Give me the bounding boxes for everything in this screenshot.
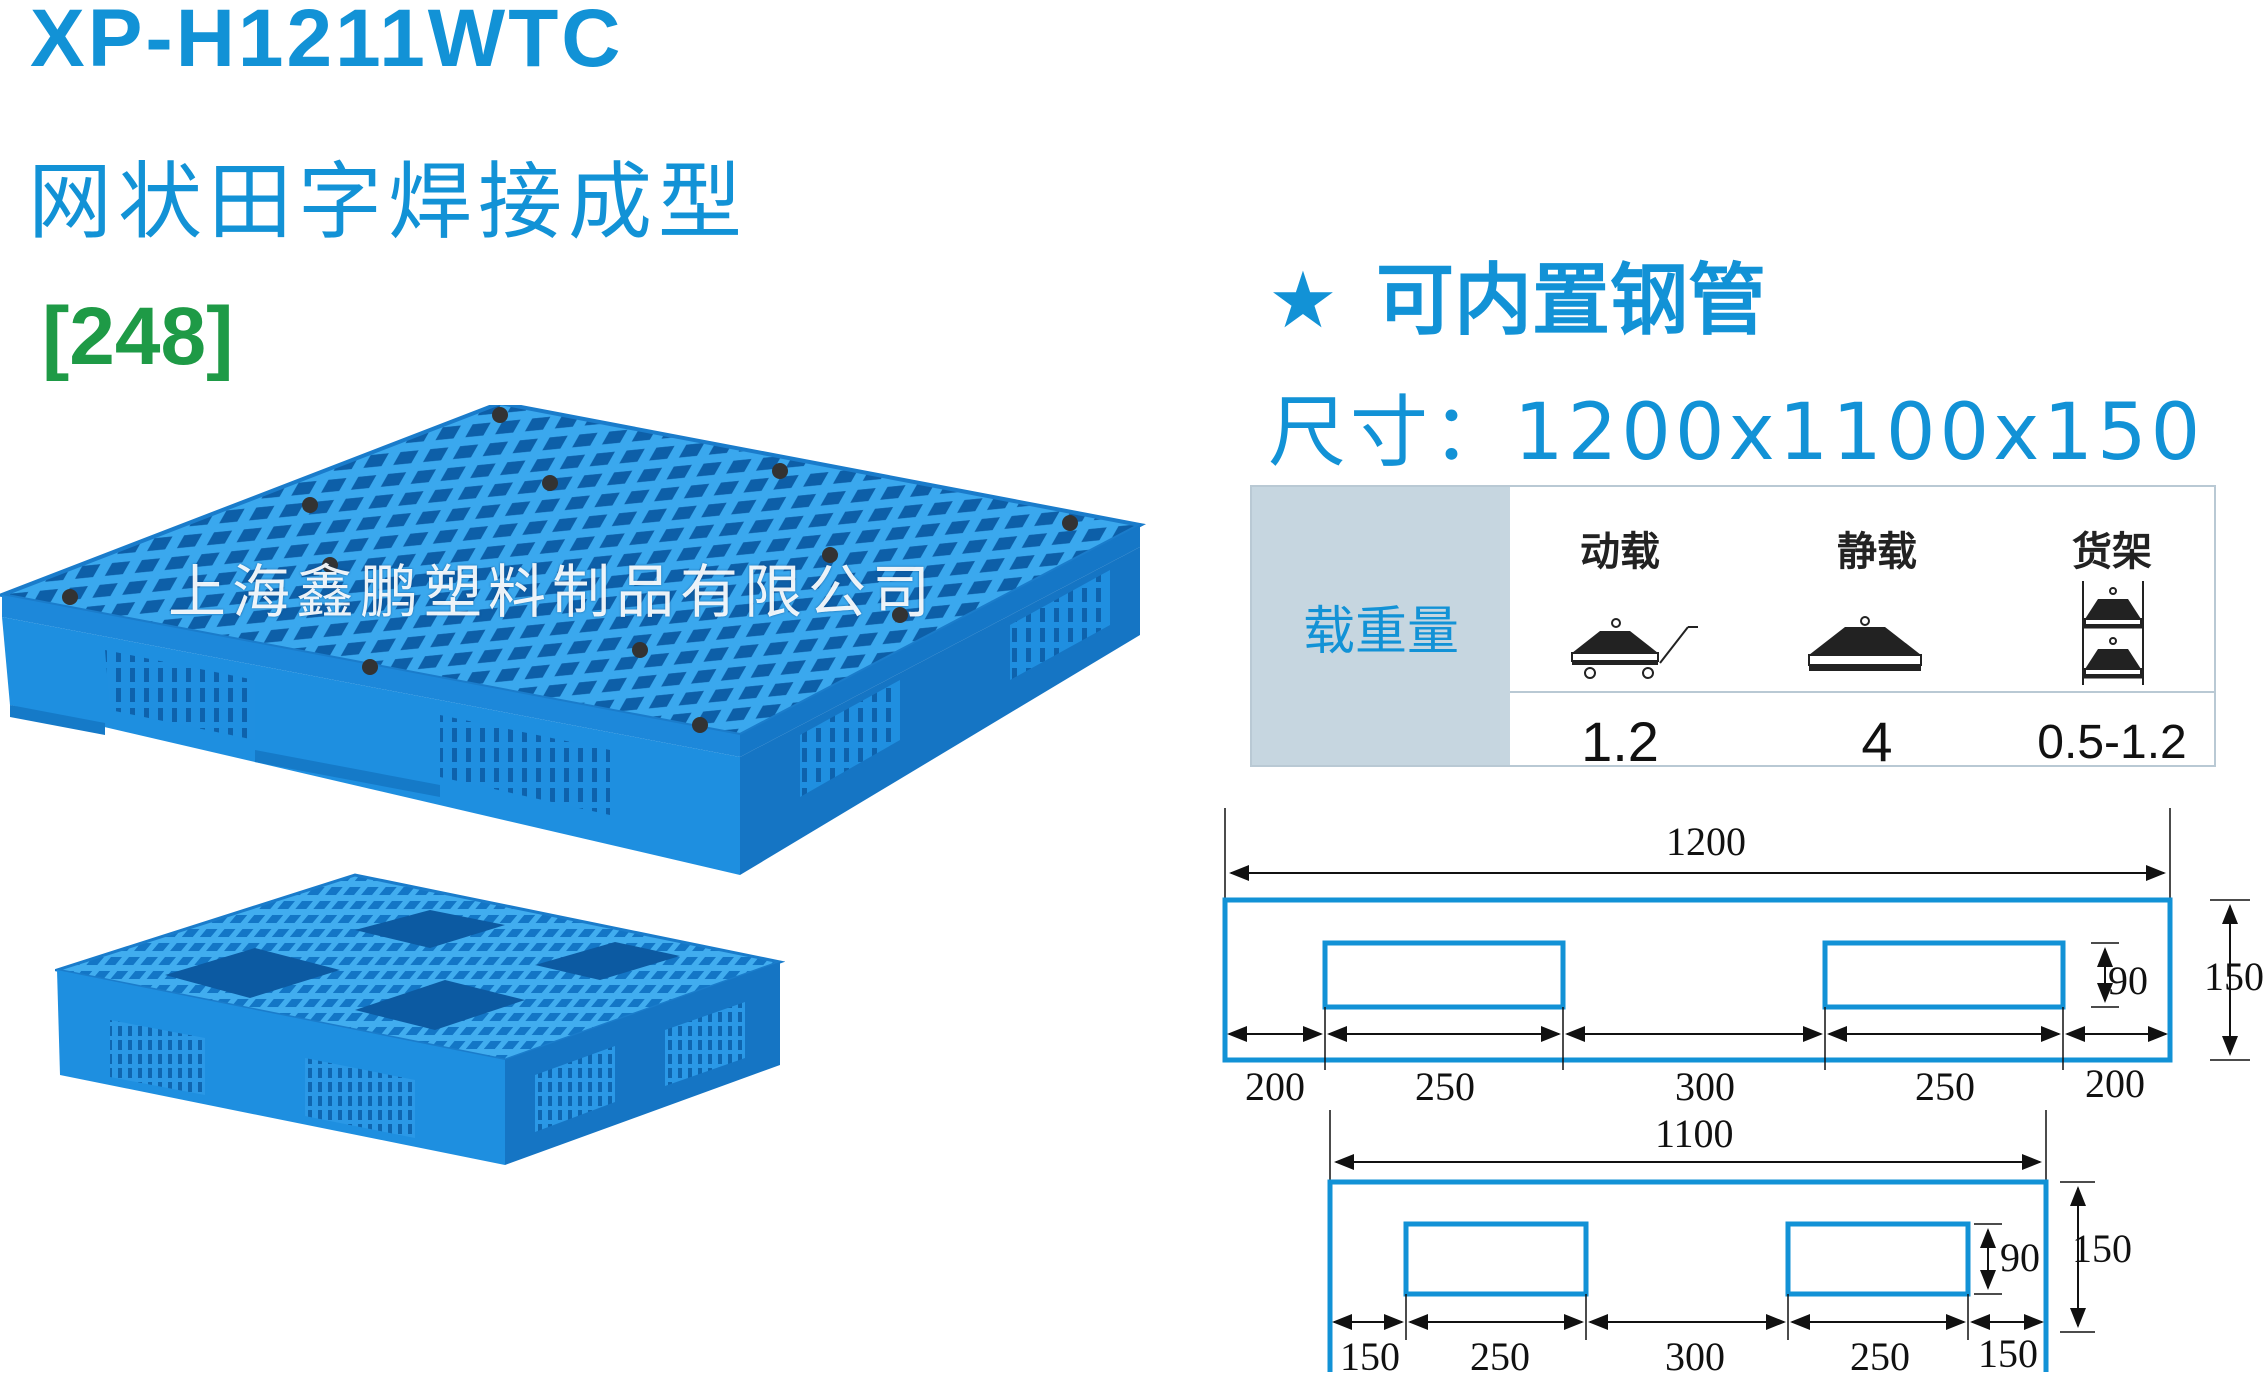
dim-1200-seg-3: 300 bbox=[1675, 1064, 1735, 1109]
rack-load-header: 货架 bbox=[2072, 529, 2152, 575]
dim-1100-seg-2: 250 bbox=[1470, 1334, 1530, 1379]
rack-load-icon bbox=[2082, 581, 2144, 685]
dim-1100-height: 150 bbox=[2072, 1226, 2132, 1271]
star-icon: ★ bbox=[1268, 256, 1338, 346]
dimension-diagram-1100 bbox=[1327, 1110, 2095, 1372]
dim-1200-height: 150 bbox=[2204, 954, 2264, 999]
dim-1200-seg-1: 200 bbox=[1245, 1064, 1305, 1109]
dim-1100-seg-1: 150 bbox=[1340, 1334, 1400, 1379]
static-load-value: 4 bbox=[1861, 710, 1893, 773]
load-capacity-label: 载重量 bbox=[1252, 487, 1510, 765]
dynamic-load-header: 动载 bbox=[1580, 529, 1660, 575]
dim-1100-opening: 90 bbox=[2000, 1235, 2040, 1280]
size-line: 尺寸：1200x1100x150 bbox=[1268, 370, 2204, 482]
dim-1200-seg-2: 250 bbox=[1415, 1064, 1475, 1109]
size-value: 1200x1100x150 bbox=[1514, 388, 2205, 478]
rack-load-value: 0.5-1.2 bbox=[2037, 716, 2187, 769]
model-code: XP-H1211WTC bbox=[30, 0, 624, 84]
dimension-diagram-1200 bbox=[1222, 808, 2250, 1070]
pallet-small-image bbox=[55, 873, 785, 1165]
static-load-header: 静载 bbox=[1837, 529, 1917, 575]
load-capacity-table: 载重量 动载 静载 货架 1.2 4 0.5-1.2 bbox=[1250, 485, 2216, 773]
dim-1100-seg-4: 250 bbox=[1850, 1334, 1910, 1379]
dim-1100-overall: 1100 bbox=[1655, 1111, 1734, 1156]
dim-1200-overall: 1200 bbox=[1666, 819, 1746, 864]
dynamic-load-icon bbox=[1571, 618, 1698, 679]
model-number: [248] bbox=[42, 291, 234, 382]
feature-text: 可内置钢管 bbox=[1375, 256, 1766, 346]
model-description: 网状田字焊接成型 bbox=[28, 153, 749, 251]
dim-1100-seg-3: 300 bbox=[1665, 1334, 1725, 1379]
feature-line: ★ 可内置钢管 bbox=[1268, 238, 1766, 350]
size-label: 尺寸： bbox=[1268, 388, 1515, 478]
dim-1200-seg-5: 200 bbox=[2085, 1061, 2145, 1106]
dynamic-load-value: 1.2 bbox=[1581, 710, 1659, 773]
dim-1200-opening: 90 bbox=[2108, 958, 2148, 1003]
company-watermark: 上海鑫鹏塑料制品有限公司 bbox=[168, 558, 937, 626]
static-load-icon bbox=[1808, 616, 1922, 671]
pallet-large-image bbox=[0, 405, 1147, 875]
dim-1100-seg-5: 150 bbox=[1978, 1331, 2038, 1376]
dim-1200-seg-4: 250 bbox=[1915, 1064, 1975, 1109]
